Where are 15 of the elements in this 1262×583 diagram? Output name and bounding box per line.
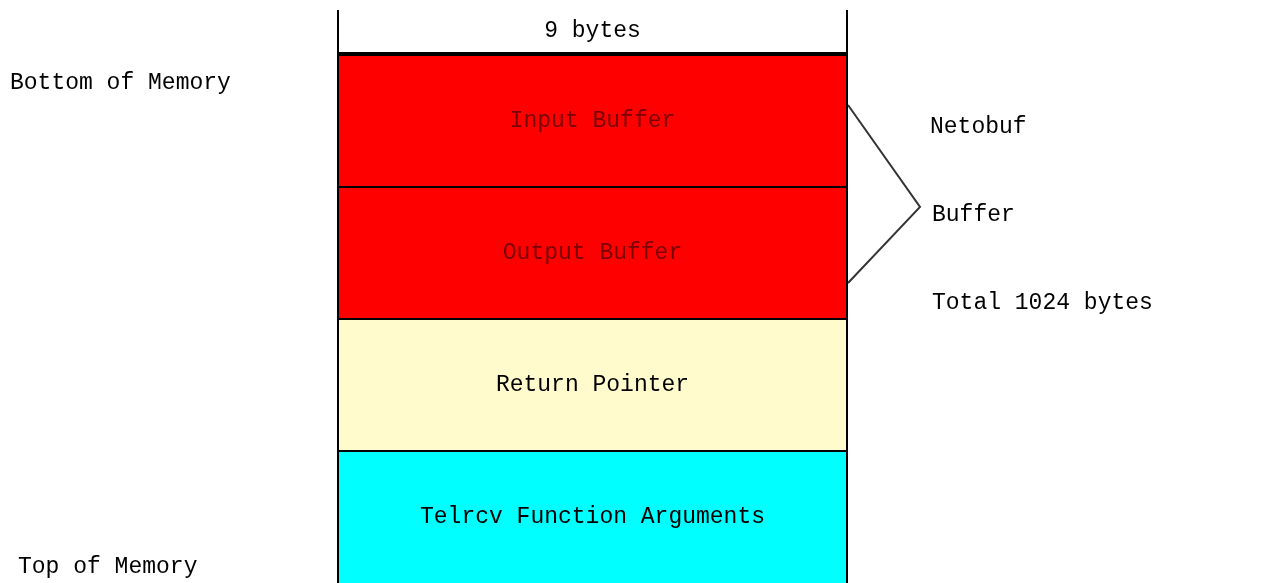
memory-block xyxy=(337,56,848,188)
memory-block xyxy=(337,320,848,452)
memory-block xyxy=(337,188,848,320)
block-label: 9 bytes xyxy=(544,16,641,46)
memory-label: Bottom of Memory xyxy=(10,69,231,98)
memory-label: Netobuf xyxy=(930,113,1027,142)
memory-label: Buffer xyxy=(932,201,1015,230)
block-label: Input Buffer xyxy=(509,106,676,136)
block-label: Telrcv Function Arguments xyxy=(419,503,766,533)
block-label: Return Pointer xyxy=(495,370,690,400)
memory-label: Total 1024 bytes xyxy=(932,289,1153,318)
size-header-cell xyxy=(337,10,848,56)
memory-label: Top of Memory xyxy=(18,553,198,582)
block-label: Output Buffer xyxy=(502,238,683,268)
memory-block xyxy=(337,452,848,583)
